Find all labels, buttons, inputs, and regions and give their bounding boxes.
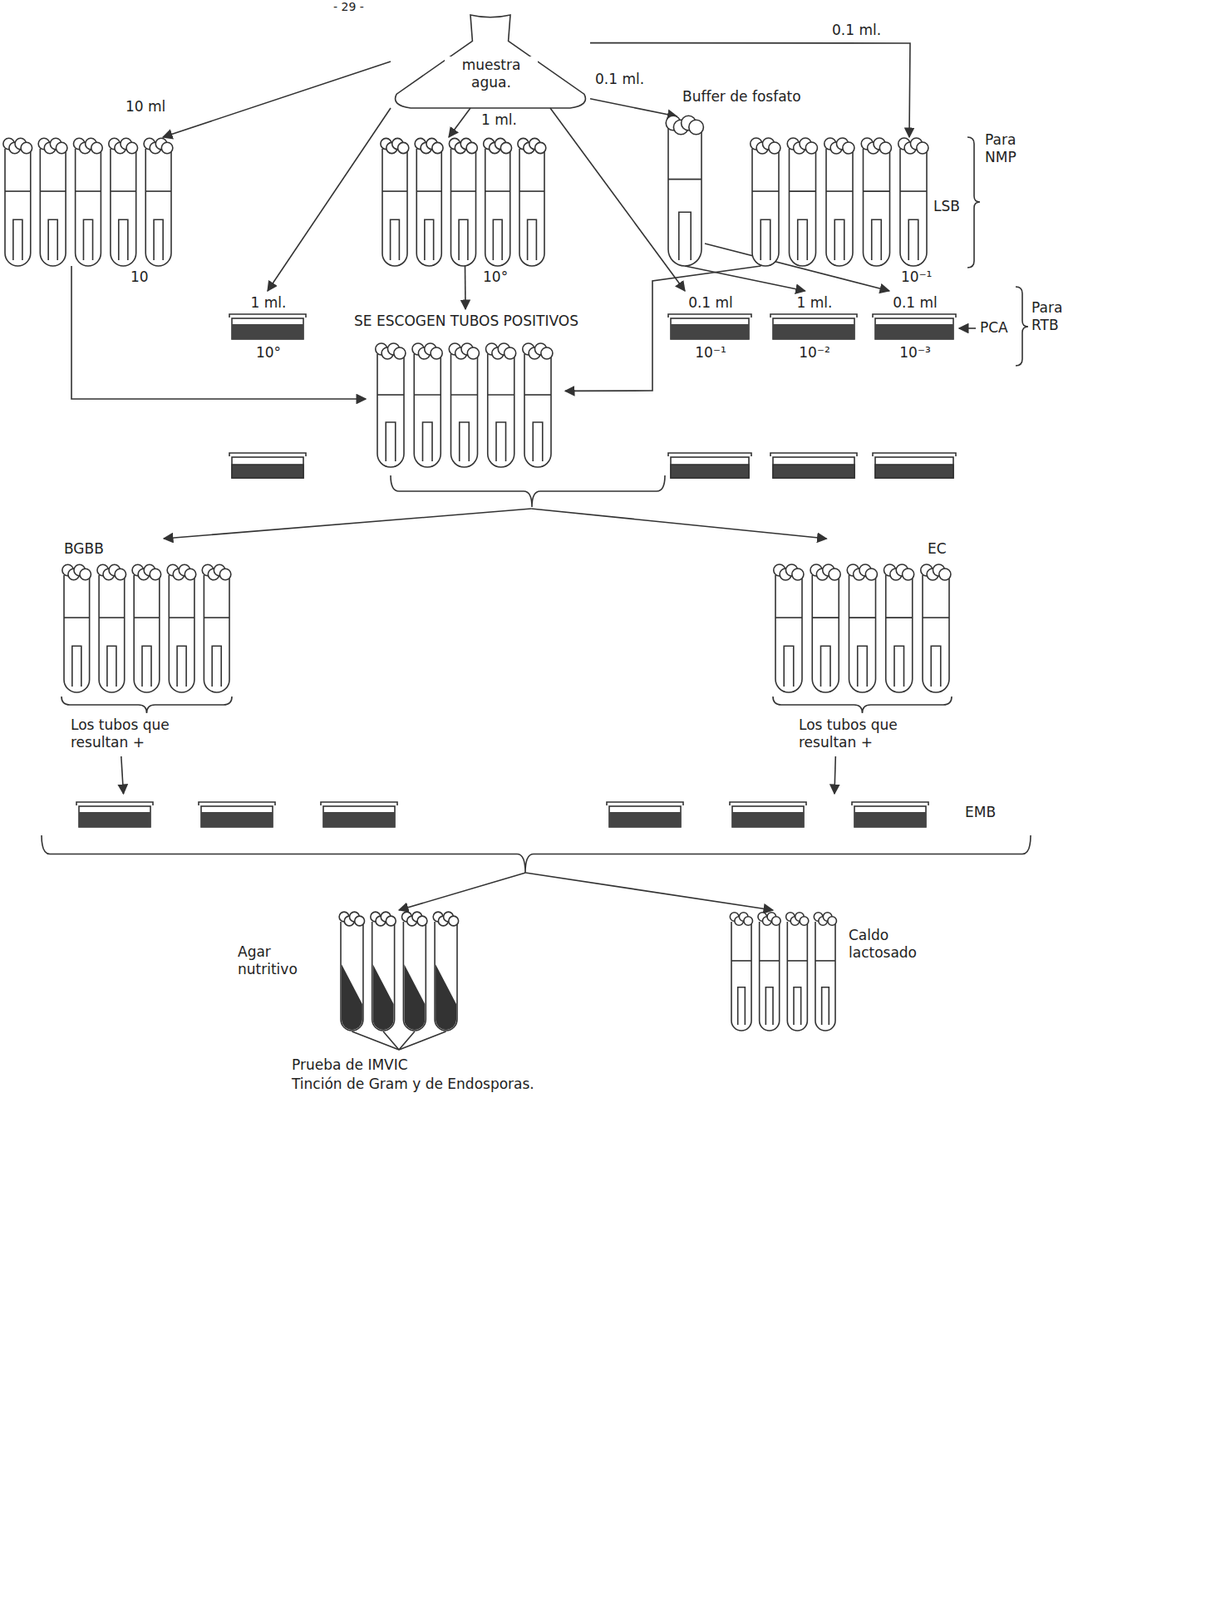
rtb-bracket <box>1015 286 1029 366</box>
tube-group: EC Los tubos que resultan + <box>772 538 952 757</box>
empty-plates <box>229 452 956 478</box>
tube-group: Caldo lactosado <box>731 910 836 1031</box>
node-art <box>752 137 927 266</box>
plate-row: EMB <box>49 793 1031 873</box>
connector <box>163 508 532 539</box>
bracket-label: Para RTB <box>1030 299 1083 335</box>
node-text: Los tubos que resultan + <box>797 716 916 753</box>
node-text: 1 ml. <box>770 294 859 312</box>
petri-plate: 0.1 ml 10⁻¹ <box>668 290 752 366</box>
node-text: 0.1 ml <box>872 294 958 312</box>
node-art <box>49 793 1031 873</box>
connector <box>525 872 773 911</box>
connector <box>162 61 391 138</box>
edge-label: 0.1 ml. <box>594 70 645 89</box>
node-text: Agar nutritivo <box>236 943 330 980</box>
tube-group: 10° <box>382 137 545 266</box>
bracket-label: Para NMP <box>984 131 1036 168</box>
nmp-bracket <box>967 137 980 268</box>
connector <box>398 872 526 911</box>
node-art <box>664 116 705 266</box>
node-text: 10⁻³ <box>872 344 958 362</box>
node-text: 1 ml. <box>229 294 308 312</box>
tube-group: SE ESCOGEN TUBOS POSITIVOS <box>365 309 566 509</box>
edge-label: 10 ml <box>124 98 167 116</box>
node-art <box>4 137 172 266</box>
node-text: BGBB <box>63 540 105 558</box>
petri-plate: 0.1 ml 10⁻³ <box>872 290 956 366</box>
node-text: EC <box>926 540 948 558</box>
connector <box>590 43 911 138</box>
connector <box>531 508 827 539</box>
petri-plate: 1 ml. 10⁻² <box>770 290 857 366</box>
slant-tube-group: Agar nutritivoPrueba de IMVICTinción de … <box>340 910 458 1031</box>
connector <box>71 265 366 399</box>
connector <box>590 98 677 117</box>
buffer-tube: Buffer de fosfato <box>664 116 705 266</box>
node-text: Buffer de fosfato <box>681 88 803 106</box>
node-art <box>382 137 545 266</box>
connector <box>448 108 471 138</box>
edge-label: 1 ml. <box>480 111 518 129</box>
node-text: 10⁻² <box>770 344 859 362</box>
connector <box>834 756 836 794</box>
node-text: 10° <box>482 268 509 286</box>
node-text: 10° <box>229 344 308 362</box>
medium-label: LSB <box>932 197 961 216</box>
node-text: Prueba de IMVIC <box>290 1056 409 1074</box>
petri-plate: 1 ml. 10° <box>229 290 306 366</box>
node-text: 0.1 ml <box>668 294 754 312</box>
node-art <box>731 910 836 1031</box>
tube-group: BGBB Los tubos que resultan + <box>61 538 232 757</box>
connector <box>550 108 685 291</box>
connector <box>464 265 467 310</box>
node-text: 10 <box>129 268 150 286</box>
medium-label: PCA <box>979 319 1010 337</box>
connector <box>684 265 806 291</box>
tube-group: 10⁻¹ <box>752 137 927 266</box>
node-text: Los tubos que resultan + <box>69 716 188 753</box>
connector <box>267 108 391 291</box>
node-art <box>365 309 566 509</box>
connector <box>121 756 124 794</box>
node-text: Tinción de Gram y de Endosporas. <box>290 1075 536 1093</box>
flask: muestra agua. <box>390 14 591 109</box>
node-text: 10⁻¹ <box>900 268 933 286</box>
node-text: 10⁻¹ <box>668 344 754 362</box>
node-text: SE ESCOGEN TUBOS POSITIVOS <box>332 312 601 330</box>
node-text: muestra agua. <box>444 56 538 93</box>
page-number: - 29 - <box>332 0 365 15</box>
pca-arrow <box>959 327 976 330</box>
node-art <box>340 910 458 1031</box>
edge-label: 0.1 ml. <box>831 21 882 40</box>
node-text: EMB <box>964 803 997 822</box>
node-text: Caldo lactosado <box>847 926 941 963</box>
tube-group: 10 <box>4 137 172 266</box>
